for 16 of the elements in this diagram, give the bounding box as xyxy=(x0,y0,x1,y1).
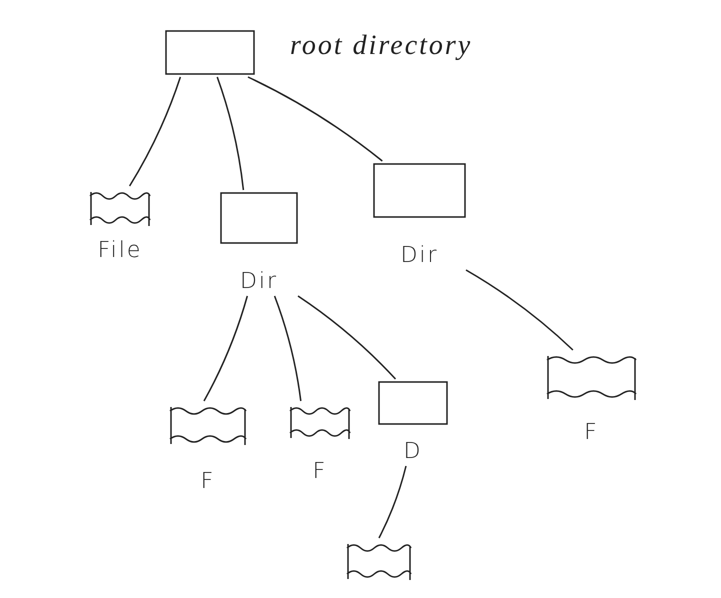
connector-line xyxy=(298,295,396,380)
node-label: File xyxy=(98,238,142,263)
connector-line xyxy=(466,269,574,351)
node-label: F xyxy=(200,469,216,494)
node-label: F xyxy=(312,459,328,484)
connector-line xyxy=(378,466,407,538)
connector-line xyxy=(274,296,302,402)
node-label: F xyxy=(584,420,599,445)
connector-line xyxy=(248,76,383,162)
node-label: D xyxy=(404,439,422,464)
node-label: Dir xyxy=(400,243,439,268)
connector-line xyxy=(216,76,244,190)
connector-line xyxy=(203,296,248,402)
node-label: Dir xyxy=(240,269,278,294)
connector-line xyxy=(128,76,182,186)
node-label: root directory xyxy=(290,30,472,62)
